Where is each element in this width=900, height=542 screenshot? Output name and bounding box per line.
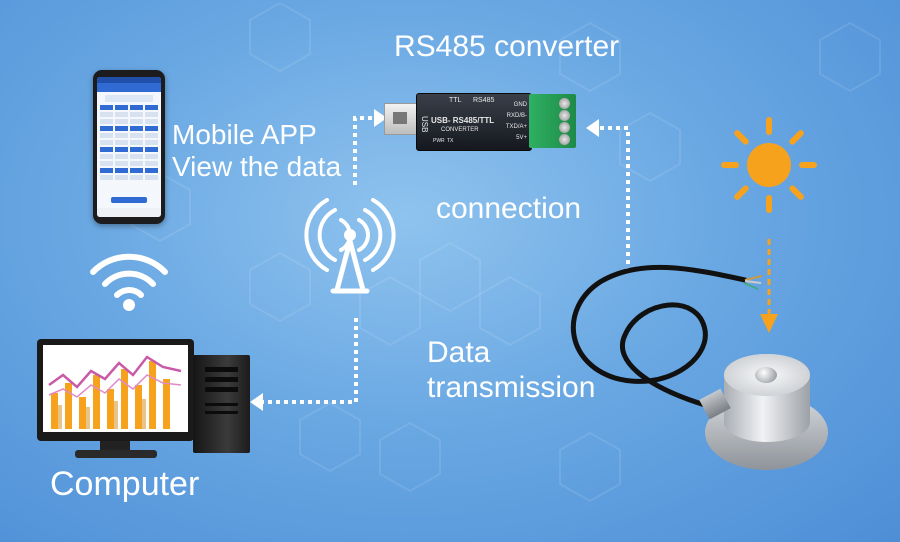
- pc-tower: [193, 355, 250, 453]
- pin-gnd: GND: [513, 102, 527, 108]
- computer-label: Computer: [50, 465, 200, 503]
- smartphone-icon: [93, 70, 165, 224]
- monitor-screen: [43, 345, 188, 432]
- usb-plug: [384, 103, 420, 135]
- converter-subtitle: CONVERTER: [441, 127, 479, 133]
- sun-icon: [721, 117, 817, 213]
- data-line-2: transmission: [427, 370, 596, 404]
- converter-model: USB- RS485/TTL: [431, 116, 495, 125]
- connection-label: connection: [436, 192, 582, 225]
- mobile-line-1: Mobile APP: [172, 119, 317, 150]
- converter-led-tx: TX: [447, 138, 454, 144]
- mobile-line-2: View the data: [172, 151, 342, 183]
- pin-txd: TXD/A+: [505, 124, 527, 130]
- usb-converter-icon: USB TTL RS485 USB- RS485/TTL CONVERTER P…: [416, 93, 532, 151]
- converter-led-pwr: PWR: [433, 138, 445, 144]
- phone-screen: [97, 77, 161, 217]
- pin-rxd: RXD/B-: [506, 113, 527, 119]
- converter-top-label-rs485: RS485: [473, 97, 495, 104]
- wifi-icon: [90, 253, 168, 311]
- converter-top-label-ttl: TTL: [449, 97, 462, 104]
- pin-5v: 5V+: [516, 135, 527, 141]
- usb-port-label: USB: [420, 116, 429, 133]
- data-line-1: Data: [427, 336, 491, 369]
- converter-title: RS485 converter: [394, 30, 620, 63]
- terminal-block: [529, 94, 576, 148]
- data-transmission-label: Data transmission: [427, 336, 595, 405]
- mobile-app-label: Mobile APP View the data: [172, 119, 341, 183]
